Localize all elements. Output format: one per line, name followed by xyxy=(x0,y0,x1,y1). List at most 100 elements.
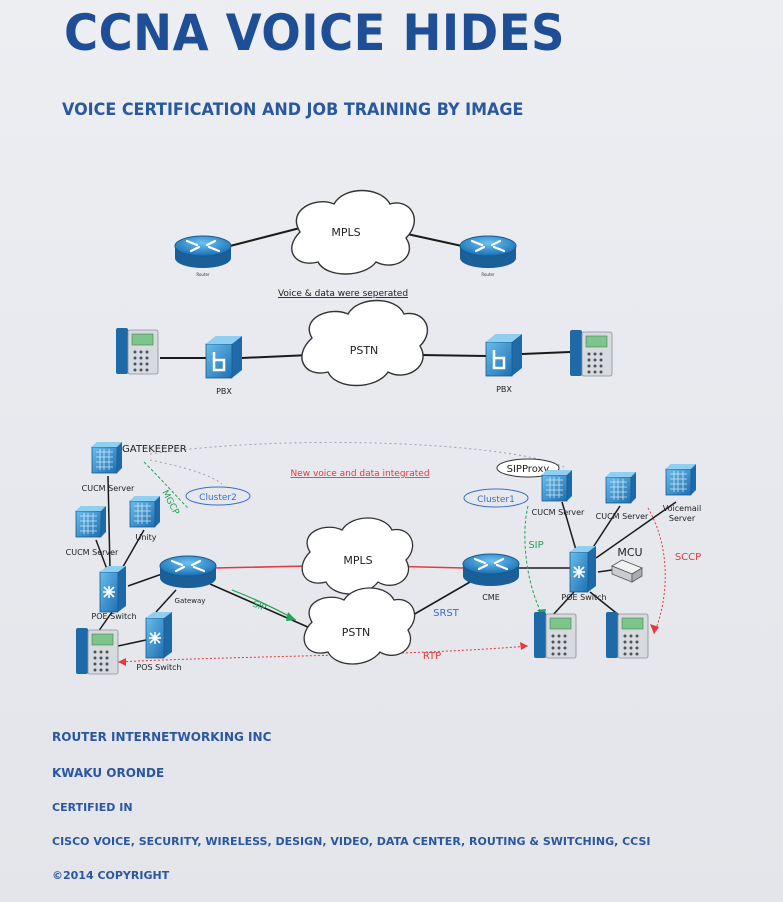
separated-caption: Voice & data were seperated xyxy=(278,289,408,299)
sccp-label: SCCP xyxy=(675,552,701,563)
mpls-cloud-integrated xyxy=(301,517,414,595)
mcu-label: MCU xyxy=(617,546,642,559)
cucm-server-mid-label: CUCM Server xyxy=(66,548,119,557)
phone-integrated-right-b xyxy=(605,611,649,659)
diagram-separated: MPLS Router Router Voice & data were sep… xyxy=(173,189,518,299)
pstn-cloud-top xyxy=(301,299,429,387)
diagram-integrated: New voice and data integrated xyxy=(66,441,701,675)
rtp-arrow-tail xyxy=(118,658,126,666)
link-unity-switch xyxy=(119,529,145,573)
page-subtitle: VOICE CERTIFICATION AND JOB TRAINING BY … xyxy=(62,100,524,120)
link-posswitch-gateway xyxy=(155,589,177,613)
sccp-arrow xyxy=(647,507,666,635)
link-cucm-b-switch xyxy=(589,505,621,553)
link-switch-phone-a xyxy=(551,591,575,617)
poe-switch-left xyxy=(99,565,127,613)
link-pbx-pstn-left xyxy=(241,354,311,359)
mcu-device xyxy=(611,559,643,583)
gatekeeper-label: GATEKEEPER xyxy=(122,444,187,455)
rtp-label: RTP xyxy=(423,651,441,662)
rtp-arrow-head xyxy=(520,642,528,650)
gateway-label: Gateway xyxy=(175,597,206,605)
diagram-pbx: PSTN PBX PBX xyxy=(115,299,613,396)
pstn-cloud-top-label: PSTN xyxy=(350,344,379,357)
link-gateway-mpls xyxy=(213,565,309,569)
cluster2-ellipse xyxy=(185,486,251,506)
cucm-server-top xyxy=(91,441,123,474)
cme-router xyxy=(461,552,521,588)
phone-right xyxy=(569,329,613,377)
sip-arrow-right xyxy=(524,505,545,619)
gateway-router xyxy=(158,554,218,590)
mpls-cloud xyxy=(291,189,415,275)
sipproxy-ellipse xyxy=(496,458,560,478)
pbx-left xyxy=(204,334,244,380)
link-cucm-a-switch xyxy=(561,501,577,551)
router-right-caption: Router xyxy=(481,272,495,277)
router-right xyxy=(458,234,518,270)
phone-integrated-right-a xyxy=(533,611,577,659)
voicemail-server xyxy=(665,463,697,496)
cucm-server-top-label: CUCM Server xyxy=(82,484,135,493)
pbx-right xyxy=(484,332,524,378)
unity-label: Unity xyxy=(135,533,156,542)
pbx-right-label: PBX xyxy=(496,385,512,394)
phone-integrated-left xyxy=(75,627,119,675)
mpls-cloud-integrated-label: MPLS xyxy=(343,554,372,567)
link-gateway-pstn xyxy=(209,583,311,629)
link-pstn-pbx-right xyxy=(419,354,487,357)
pbx-left-label: PBX xyxy=(216,387,232,396)
phone-left xyxy=(115,327,159,375)
link-switch-gateway xyxy=(127,573,163,587)
footer-author: KWAKU ORONDE xyxy=(52,766,165,780)
footer-certified-in: CERTIFIED IN xyxy=(52,801,133,814)
cucm-server-right-a-label: CUCM Server xyxy=(532,508,585,517)
sip-label-right: SIP xyxy=(528,540,543,551)
pos-switch-label: POS Switch xyxy=(136,663,181,672)
router-left-caption: Router xyxy=(196,272,210,277)
link-voicemail-switch xyxy=(595,501,677,559)
mgcp-label: MGCP xyxy=(159,489,181,518)
cucm-server-right-a xyxy=(541,469,573,502)
cluster2-label: Cluster2 xyxy=(199,493,237,503)
rtp-arrow xyxy=(117,645,529,663)
footer-company: ROUTER INTERNETWORKING INC xyxy=(52,730,272,744)
srst-label: SRST xyxy=(433,608,460,619)
link-cucm-top-switch xyxy=(107,475,111,571)
mgcp-arrow xyxy=(143,461,189,509)
pstn-cloud-integrated-label: PSTN xyxy=(342,626,371,639)
cucm-server-right-b-label: CUCM Server xyxy=(596,512,649,521)
cluster1-ellipse xyxy=(463,488,529,508)
unity-server xyxy=(129,495,161,528)
footer-certifications: CISCO VOICE, SECURITY, WIRELESS, DESIGN,… xyxy=(52,835,651,848)
integrated-heading: New voice and data integrated xyxy=(290,469,429,479)
sip-label-left: SIP xyxy=(251,600,268,615)
pstn-cloud-integrated xyxy=(303,587,416,665)
poe-switch-right xyxy=(569,545,597,593)
dotted-arc-gatekeeper xyxy=(149,459,223,485)
pos-switch xyxy=(145,611,173,659)
link-switch-mcu xyxy=(597,569,613,573)
cucm-server-right-b xyxy=(605,471,637,504)
cme-label: CME xyxy=(482,593,500,602)
router-left xyxy=(173,234,233,270)
link-router-mpls xyxy=(229,227,301,247)
poe-switch-right-label: POE Switch xyxy=(561,593,606,602)
sip-arrow-left-head xyxy=(286,612,296,621)
link-pbx-phone-right xyxy=(521,351,571,355)
voicemail-label-line1: Voicemail xyxy=(663,504,701,513)
sipproxy-label: SIPProxy xyxy=(507,464,550,475)
link-phone-posswitch xyxy=(117,639,147,647)
mpls-cloud-label: MPLS xyxy=(331,226,360,239)
footer-copyright: ©2014 COPYRIGHT xyxy=(52,869,170,882)
poe-switch-left-label: POE Switch xyxy=(91,612,136,621)
network-diagrams: MPLS Router Router Voice & data were sep… xyxy=(66,189,701,675)
sccp-arrow-head xyxy=(650,624,659,634)
link-cucm-mid-switch xyxy=(95,539,109,573)
cucm-server-mid xyxy=(75,505,107,538)
link-switch-phone xyxy=(97,611,113,633)
cluster1-label: Cluster1 xyxy=(477,495,515,505)
voicemail-label-line2: Server xyxy=(669,514,696,523)
page-title: CCNA VOICE HIDES xyxy=(64,4,565,62)
